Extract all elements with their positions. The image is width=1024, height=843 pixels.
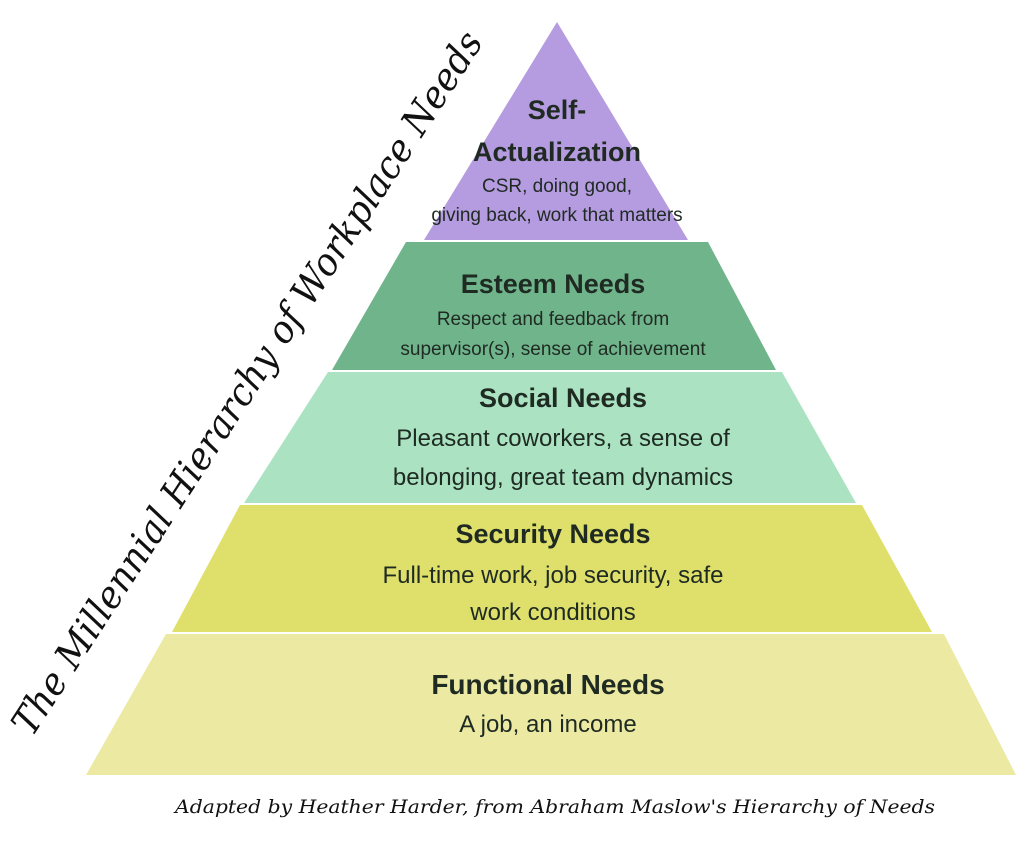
self-actualization-title-2: Actualization (473, 137, 641, 167)
level-social-shape (244, 372, 856, 503)
functional-title: Functional Needs (431, 669, 664, 700)
level-esteem-shape (332, 242, 776, 370)
level-functional-shape (86, 634, 1016, 775)
social-desc-1: Pleasant coworkers, a sense of (396, 425, 730, 452)
security-title: Security Needs (455, 519, 650, 549)
self-actualization-desc-1: CSR, doing good, (482, 176, 632, 197)
security-desc-2: work conditions (469, 599, 635, 626)
self-actualization-desc-2: giving back, work that matters (431, 205, 682, 226)
functional-desc: A job, an income (459, 711, 636, 738)
esteem-desc-2: supervisor(s), sense of achievement (400, 339, 706, 360)
esteem-title: Esteem Needs (461, 269, 646, 299)
security-desc-1: Full-time work, job security, safe (383, 562, 724, 589)
level-security-shape (172, 505, 932, 632)
esteem-desc-1: Respect and feedback from (437, 309, 669, 330)
social-desc-2: belonging, great team dynamics (393, 464, 733, 491)
level-self-actualization-shape (424, 22, 688, 240)
social-title: Social Needs (479, 383, 647, 413)
credit-text: Adapted by Heather Harder, from Abraham … (173, 796, 935, 818)
self-actualization-title-1: Self- (528, 95, 587, 125)
